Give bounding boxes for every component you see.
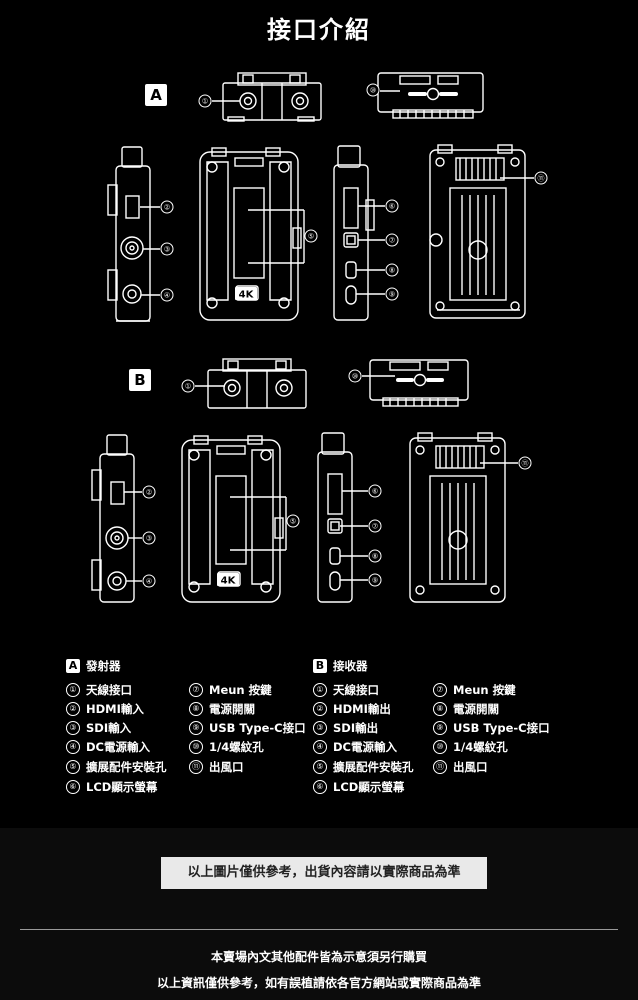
transmitter-tag: A xyxy=(66,659,80,673)
a-right-side-view xyxy=(333,145,375,321)
b-left-side-view xyxy=(91,434,135,603)
a-back-view xyxy=(429,144,526,319)
callout-a-9: ⑨ xyxy=(389,291,395,299)
callout-b-10: ⑩ xyxy=(352,373,358,381)
b-end-view xyxy=(369,359,469,407)
b-front-view xyxy=(181,435,284,603)
callout-b-11: ⑪ xyxy=(522,460,529,468)
callout-a-7: ⑦ xyxy=(389,237,395,245)
a-front-view xyxy=(199,147,302,321)
callout-b-4: ④ xyxy=(146,578,152,586)
a-4k-text: 4K xyxy=(239,290,255,301)
b-4k-text: 4K xyxy=(221,576,237,587)
divider xyxy=(20,929,618,930)
footer-panel xyxy=(0,828,638,1000)
callout-b-2: ② xyxy=(146,489,152,497)
callout-a-8: ⑧ xyxy=(389,267,395,275)
b-right-side-view xyxy=(317,432,353,603)
device-line-drawing: 4K 4K ① ⑩ ② ③ ④ ⑤ ⑥ ⑦ ⑧ ⑨ ⑪ ① ⑩ ② ③ ④ ⑤ … xyxy=(91,72,548,603)
callout-b-8: ⑧ xyxy=(372,553,378,561)
page-title: 接口介紹 xyxy=(267,16,371,44)
callout-a-2: ② xyxy=(164,204,170,212)
a-top-view xyxy=(222,72,322,122)
callout-b-5: ⑤ xyxy=(290,518,296,526)
footer-line-1: 本賣場內文其他配件皆為示意須另行購買 xyxy=(210,950,427,964)
callout-b-3: ③ xyxy=(146,535,152,543)
callout-a-6: ⑥ xyxy=(389,203,395,211)
receiver-heading: B 接收器 xyxy=(313,658,368,674)
receiver-tag: B xyxy=(313,659,327,673)
transmitter-heading: A 發射器 xyxy=(66,658,121,674)
b-top-view xyxy=(207,358,307,409)
a-4k-badge xyxy=(235,287,257,300)
a-left-side-view xyxy=(107,146,151,322)
b-back-view xyxy=(409,432,506,603)
disclaimer-notice: 以上圖片僅供參考，出貨內容請以實際商品為準 xyxy=(161,857,487,889)
callout-a-3: ③ xyxy=(164,246,170,254)
callout-a-11: ⑪ xyxy=(538,175,545,183)
transmitter-heading-text: 發射器 xyxy=(86,659,121,673)
receiver-heading-text: 接收器 xyxy=(333,659,368,673)
section-b-label: B xyxy=(129,369,151,391)
footer-line-2: 以上資訊僅供參考，如有誤植請依各官方網站或實際商品為準 xyxy=(156,976,481,990)
callout-b-1: ① xyxy=(185,383,191,391)
section-a-label: A xyxy=(145,84,167,106)
b-4k-badge xyxy=(217,573,239,586)
callout-b-7: ⑦ xyxy=(372,523,378,531)
callout-a-1: ① xyxy=(202,98,208,106)
a-end-view xyxy=(377,72,484,119)
callout-b-9: ⑨ xyxy=(372,577,378,585)
callout-b-6: ⑥ xyxy=(372,488,378,496)
callout-a-5: ⑤ xyxy=(308,233,314,241)
callout-a-10: ⑩ xyxy=(370,87,376,95)
callout-a-4: ④ xyxy=(164,292,170,300)
